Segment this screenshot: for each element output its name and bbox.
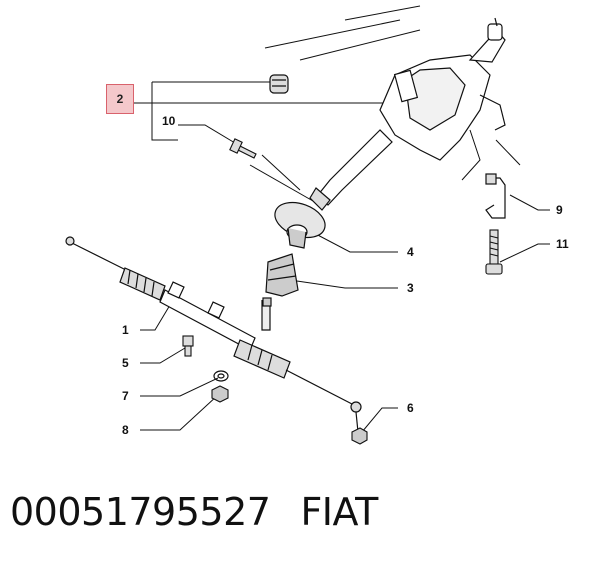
leader-4 [311,231,398,253]
callout-10[interactable]: 10 [162,114,176,128]
callout-7[interactable]: 7 [122,389,129,403]
steering-parts-diagram [65,5,550,445]
leader-1 [140,304,171,331]
part-8-nut [211,385,229,403]
callout-8[interactable]: 8 [122,423,129,437]
leader-8 [140,394,219,431]
callout-11[interactable]: 11 [556,237,569,251]
part-9-bracket [485,173,506,219]
steering-column [309,17,506,211]
leader-5 [140,347,186,364]
leader-7 [140,377,219,397]
callout-9[interactable]: 9 [556,203,563,217]
callout-4[interactable]: 4 [407,245,414,259]
callout-3[interactable]: 3 [407,281,414,295]
part-footer: 00051795527 FIAT [10,490,378,534]
brand-name: FIAT [300,490,378,534]
part-4-seal [274,201,326,249]
highlighted-callout[interactable]: 2 [106,84,134,114]
callout-5[interactable]: 5 [122,356,129,370]
part-number: 00051795527 [10,490,271,534]
part-11-bolt [485,229,503,275]
part-6-nut [351,427,368,445]
leader-10 [178,124,241,147]
leader-2 [134,81,390,141]
part-1-rack [65,236,362,433]
leader-6 [361,407,398,433]
highlighted-callout-label: 2 [116,92,124,106]
part-10-bolt [229,138,257,159]
callout-1[interactable]: 1 [122,323,129,337]
dashboard-outline [264,5,421,61]
leader-9 [509,194,550,211]
part-3-boot [265,253,299,297]
part-7-washer [213,370,229,382]
leader-3 [289,279,398,289]
part-5-bolt [182,335,194,357]
leader-11 [499,243,550,263]
part-2-nut [269,74,289,94]
callout-6[interactable]: 6 [407,401,414,415]
